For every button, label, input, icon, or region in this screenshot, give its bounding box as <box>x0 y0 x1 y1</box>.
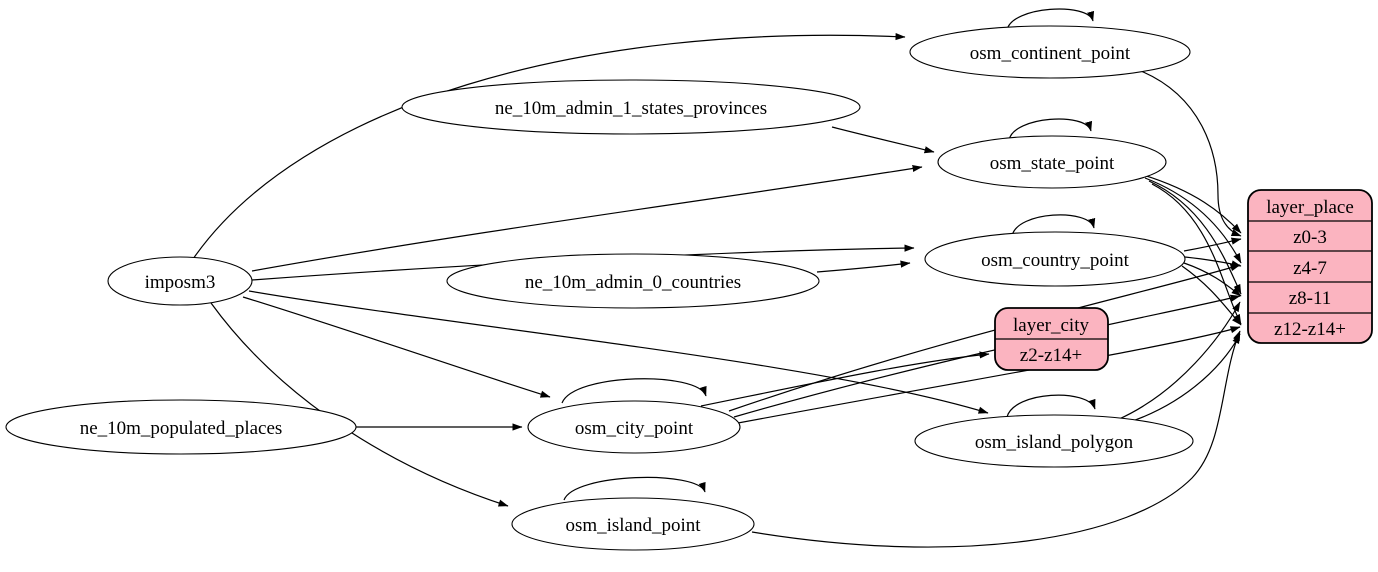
edge-osm_state_point-layer_place-z4-7 <box>1144 177 1242 264</box>
edge-osm_city_point-layer_place-z8-11 <box>733 294 1241 418</box>
edges-layer <box>192 8 1242 548</box>
node-osm_continent_point-label: osm_continent_point <box>970 43 1131 64</box>
node-ne_10m_populated_places: ne_10m_populated_places <box>5 399 357 455</box>
node-osm_island_point-shape <box>511 497 755 551</box>
record-layer_city: layer_city z2-z14+ <box>994 307 1109 371</box>
edge-imposm3-osm_continent_point <box>192 32 906 260</box>
node-ne_10m_admin_0_countries-shape <box>446 253 820 309</box>
node-ne_10m_admin_1_states_provinces-shape <box>401 79 861 135</box>
selfloop-osm_island_point <box>563 476 706 501</box>
selfloop-osm_island_polygon <box>1006 394 1096 418</box>
node-ne_10m_admin_0_countries: ne_10m_admin_0_countries <box>446 253 820 309</box>
node-osm_island_point: osm_island_point <box>511 497 755 551</box>
selfloop-osm_state_point <box>1008 118 1093 141</box>
edge-osm_state_point-layer_place-z0-3 <box>1139 173 1242 234</box>
node-imposm3: imposm3 <box>107 256 253 306</box>
record-layer_city-row-z2-z14: z2-z14+ <box>1020 345 1082 366</box>
node-imposm3-label: imposm3 <box>145 272 216 293</box>
edge-osm_island_point-layer_place-z12-z14 <box>751 330 1241 548</box>
record-layer_place-row-z0-3: z0-3 <box>1293 227 1327 248</box>
node-osm_island_polygon: osm_island_polygon <box>914 414 1194 468</box>
edge-osm_island_polygon-layer_place-z8-11 <box>1116 301 1241 421</box>
edge-osm_country_point-layer_place-z8-11 <box>1183 262 1242 297</box>
node-osm_island_point-label: osm_island_point <box>565 515 701 536</box>
node-ne_10m_admin_0_countries-label: ne_10m_admin_0_countries <box>525 272 741 293</box>
edge-imposm3-osm_city_point <box>242 296 551 398</box>
record-layer_place-row-z8-11: z8-11 <box>1289 288 1332 309</box>
selfloop-osm_continent_point <box>1006 8 1095 31</box>
edge-osm_state_point-layer_place-z8-11 <box>1148 180 1242 295</box>
node-osm_island_polygon-label: osm_island_polygon <box>975 432 1134 453</box>
edge-osm_island_polygon-layer_place-z12-z14 <box>1123 333 1241 425</box>
node-ne_10m_admin_1_states_provinces-label: ne_10m_admin_1_states_provinces <box>495 98 767 119</box>
node-osm_country_point: osm_country_point <box>924 231 1186 287</box>
node-osm_city_point-label: osm_city_point <box>575 418 694 439</box>
edge-imposm3-osm_state_point <box>251 164 923 272</box>
record-layer_place-row-z4-7: z4-7 <box>1293 258 1327 279</box>
edge-osm_country_point-layer_place-z0-3 <box>1183 237 1242 252</box>
record-layer_place-title: layer_place <box>1266 197 1354 218</box>
node-osm_state_point: osm_state_point <box>937 135 1167 189</box>
node-osm_state_point-label: osm_state_point <box>990 153 1115 174</box>
edge-imposm3-osm_island_polygon <box>248 290 989 414</box>
node-osm_continent_point: osm_continent_point <box>909 25 1191 79</box>
node-osm_continent_point-shape <box>909 25 1191 79</box>
node-osm_island_polygon-shape <box>914 414 1194 468</box>
edge-ne_10m_admin_1_states_provinces-osm_state_point <box>831 126 935 154</box>
edge-osm_country_point-layer_place-z12-z14 <box>1181 265 1242 326</box>
node-imposm3-shape <box>107 256 253 306</box>
record-layer_place: layer_place z0-3 z4-7 z8-11 z12-z14+ <box>1247 189 1373 344</box>
node-osm_country_point-label: osm_country_point <box>981 250 1129 271</box>
node-osm_country_point-shape <box>924 231 1186 287</box>
selfloop-osm_city_point <box>561 378 707 404</box>
node-ne_10m_admin_1_states_provinces: ne_10m_admin_1_states_provinces <box>401 79 861 135</box>
node-ne_10m_populated_places-shape <box>5 399 357 455</box>
node-osm_city_point: osm_city_point <box>527 400 741 454</box>
record-layer_place-box <box>1247 189 1373 344</box>
record-layer_place-row-z12-z14: z12-z14+ <box>1274 319 1346 340</box>
edge-osm_country_point-layer_place-z4-7 <box>1184 256 1242 268</box>
node-osm_city_point-shape <box>527 400 741 454</box>
record-layer_city-title: layer_city <box>1013 315 1089 336</box>
node-osm_state_point-shape <box>937 135 1167 189</box>
edge-osm_city_point-layer_place-z12-z14 <box>737 326 1241 424</box>
selfloop-osm_country_point <box>1011 214 1096 237</box>
node-ne_10m_populated_places-label: ne_10m_populated_places <box>80 418 283 439</box>
edge-osm_continent_point-layer_place-z0-3 <box>1140 70 1242 237</box>
edge-ne_10m_admin_0_countries-osm_country_point <box>816 260 911 273</box>
edge-osm_city_point-layer_city-z2-z14 <box>700 351 990 407</box>
